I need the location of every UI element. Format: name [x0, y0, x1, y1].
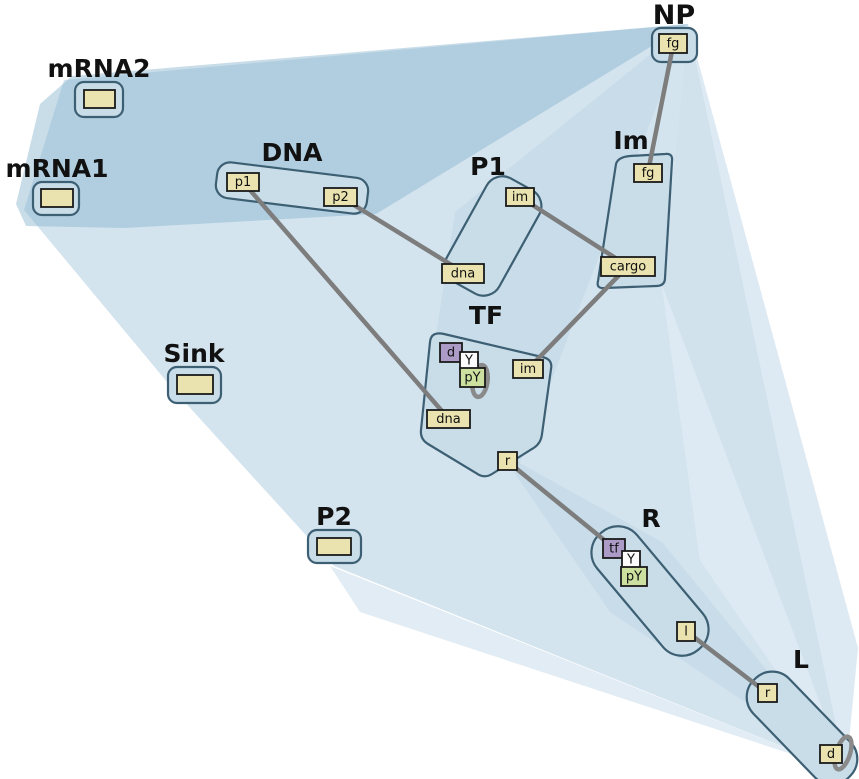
tf-site-dna-label: dna [436, 412, 460, 427]
overlay-mrna-band [16, 24, 688, 228]
dna-site-p1-label: p1 [235, 175, 252, 190]
edge-np-fg-to-im-fg[interactable] [645, 43, 676, 175]
sink-site[interactable] [176, 374, 214, 395]
tf-site-im-label: im [520, 362, 536, 377]
tf-site-y-label: Y [464, 354, 473, 369]
mrna2-site[interactable] [83, 89, 116, 109]
edge-r-l-to-l-r[interactable] [683, 628, 770, 696]
edge-dna-p2-to-p1-dna[interactable] [338, 194, 466, 275]
np-site-fg[interactable] [658, 33, 688, 54]
overlay-im-chain-wedge [662, 24, 846, 772]
tf-site-py[interactable] [459, 367, 486, 388]
r-site-tf[interactable] [602, 538, 626, 559]
im-site-cargo[interactable] [600, 256, 656, 277]
tf-label: TF [469, 301, 503, 330]
r-site-py[interactable] [620, 566, 648, 587]
im-site-fg-label: fg [642, 166, 655, 181]
l-site-r[interactable] [757, 683, 778, 703]
l-site-d[interactable] [819, 744, 843, 764]
l-label: L [793, 645, 809, 674]
overlay-right-wedge [662, 24, 858, 772]
mrna1-site[interactable] [40, 188, 74, 208]
sink-label: Sink [164, 339, 226, 368]
r-label: R [641, 504, 660, 533]
sites-layer: p1 p2 fg fg cargo im dna d Y pY im dna r… [40, 33, 843, 764]
dna-site-p2[interactable] [323, 187, 358, 207]
p1-site-im[interactable] [505, 187, 535, 207]
edge-im-cargo-to-tf-im[interactable] [525, 263, 631, 372]
tf-site-im[interactable] [512, 359, 544, 379]
p2-label: P2 [316, 502, 352, 531]
tf-site-py-label: pY [464, 371, 480, 386]
np-site-fg-label: fg [667, 37, 680, 52]
r-site-l-label: l [684, 625, 688, 640]
tf-site-r-label: r [505, 454, 511, 469]
l-site-d-label: d [827, 747, 835, 762]
im-container[interactable] [596, 152, 674, 290]
mrna1-label: mRNA1 [6, 154, 109, 183]
p2-site[interactable] [316, 537, 352, 556]
edges-layer [240, 43, 770, 696]
tf-site-dna[interactable] [426, 409, 471, 429]
tf-site-r[interactable] [497, 451, 518, 471]
overlay-bottom-sliver [330, 566, 846, 772]
edge-p1-im-to-im-cargo[interactable] [517, 194, 631, 269]
edge-dna-p1-to-tf-dna[interactable] [240, 179, 451, 421]
p1-site-dna[interactable] [441, 263, 485, 284]
p1-site-dna-label: dna [451, 267, 475, 282]
p1-label: P1 [470, 152, 506, 181]
r-site-y-label: Y [626, 553, 635, 568]
dna-site-p1[interactable] [226, 172, 260, 192]
im-site-cargo-label: cargo [610, 260, 646, 275]
mrna2-label: mRNA2 [48, 54, 151, 83]
r-site-tf-label: tf [609, 542, 619, 557]
im-site-fg[interactable] [633, 163, 663, 183]
dna-label: DNA [261, 138, 323, 167]
edge-tf-r-to-r-tf[interactable] [504, 458, 617, 551]
np-label: NP [653, 0, 695, 31]
r-site-l[interactable] [676, 621, 696, 642]
p1-site-im-label: im [512, 190, 528, 205]
tf-site-d-label: d [447, 346, 455, 361]
dna-site-p2-label: p2 [332, 190, 349, 205]
r-site-py-label: pY [626, 570, 642, 585]
l-site-r-label: r [765, 686, 771, 701]
im-label: Im [613, 126, 648, 155]
